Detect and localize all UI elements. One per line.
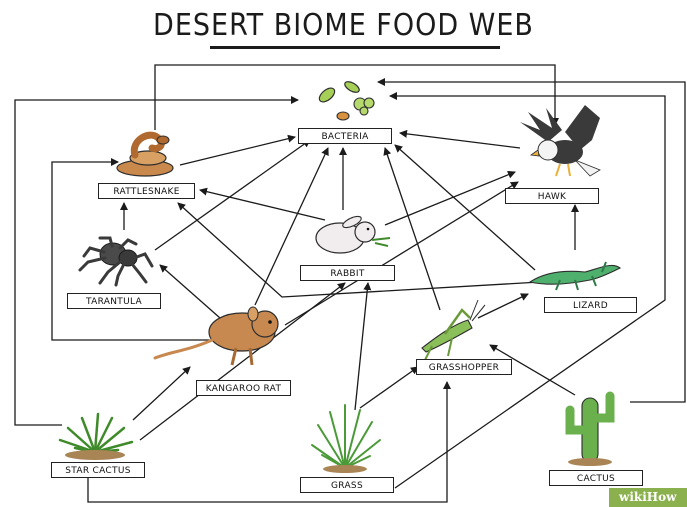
label-tarantula: TARANTULA <box>67 293 161 309</box>
hawk-icon <box>520 105 600 176</box>
arrow-rabbit-hawk <box>385 172 515 225</box>
arrow-grass-rabbit <box>355 283 368 410</box>
label-cactus: CACTUS <box>549 470 643 486</box>
star-cactus-icon <box>60 414 132 460</box>
arrow-grasshopper-lizard <box>478 294 528 318</box>
label-kangaroo-rat: KANGAROO RAT <box>196 380 291 396</box>
arrow-starcactus-kangarorat <box>133 367 190 420</box>
cactus-icon <box>568 396 612 466</box>
label-hawk: HAWK <box>505 188 599 204</box>
arrow-kangaroorat-tarantula <box>160 265 220 318</box>
tarantula-icon <box>80 238 152 285</box>
arrow-starcactus-rabbit <box>140 283 345 440</box>
lizard-icon <box>530 262 620 290</box>
arrow-kangaroorat-hawk <box>285 182 518 325</box>
label-rabbit: RABBIT <box>300 265 395 281</box>
arrow-rattlesnake-hawk <box>155 65 555 130</box>
arrow-grass-grasshopper <box>360 367 418 408</box>
label-rattlesnake: RATTLESNAKE <box>98 183 195 199</box>
arrow-grass-bacteria <box>390 96 665 488</box>
bacteria-icon <box>317 80 374 120</box>
rabbit-icon <box>316 214 390 253</box>
grass-icon <box>312 405 380 473</box>
arrow-hawk-bacteria <box>400 133 520 148</box>
label-lizard: LIZARD <box>544 297 637 313</box>
arrow-rattlesnake-bacteria <box>180 137 295 165</box>
label-star-cactus: STAR CACTUS <box>51 462 145 478</box>
label-grasshopper: GRASSHOPPER <box>416 359 512 375</box>
label-grass: GRASS <box>300 477 394 493</box>
rattlesnake-icon <box>117 135 173 176</box>
watermark-logo: wikiHow <box>609 488 687 507</box>
grasshopper-icon <box>422 300 485 360</box>
label-bacteria: BACTERIA <box>298 128 392 144</box>
arrow-lizard-bacteria <box>395 145 535 270</box>
arrow-grasshopper-bacteria <box>385 148 440 310</box>
